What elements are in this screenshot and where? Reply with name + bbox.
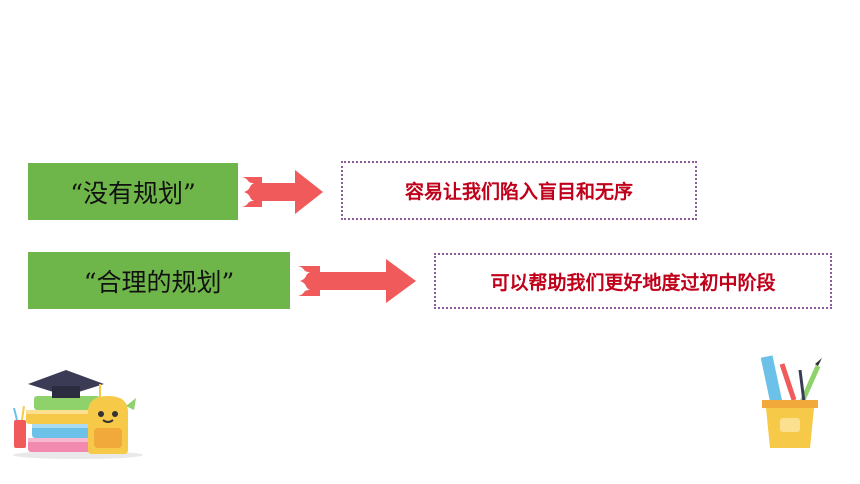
pencil-cup-icon <box>760 355 822 448</box>
books-graduation-cap-icon <box>13 370 143 459</box>
backpack-icon <box>88 396 136 454</box>
label-no-plan: “没有规划” <box>28 163 238 220</box>
flame-arrow-icon <box>298 259 416 303</box>
result-box-no-plan: 容易让我们陷入盲目和无序 <box>341 161 697 220</box>
result-box-good-plan: 可以帮助我们更好地度过初中阶段 <box>434 253 832 309</box>
label-good-plan: “合理的规划” <box>28 252 290 309</box>
flame-arrow-icon <box>242 170 323 214</box>
